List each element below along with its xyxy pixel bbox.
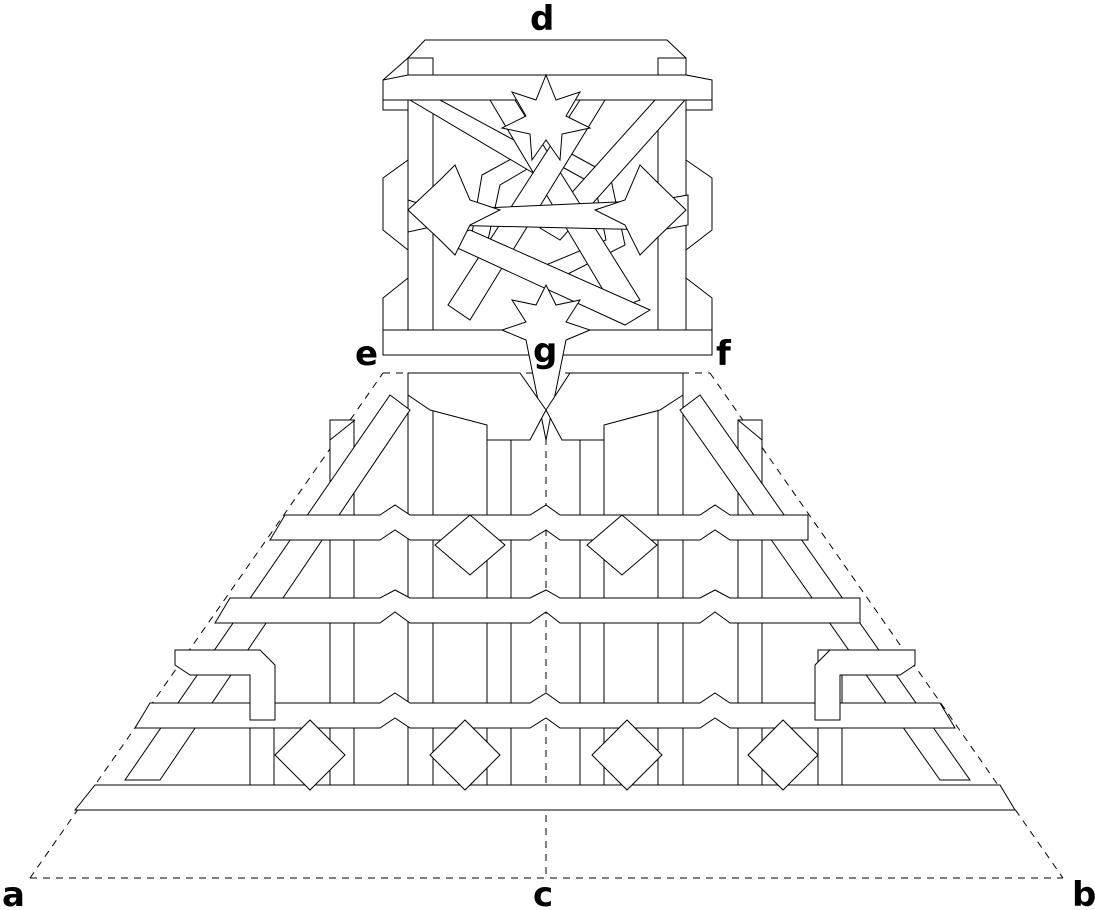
knot-3 [274,719,346,791]
star-right [593,164,687,256]
label-g: g [533,331,557,371]
knot-1 [434,514,506,576]
top-connector-left [407,372,547,441]
dash-line-a-e [29,372,384,879]
star-top [500,73,592,162]
hband-base [73,784,1016,811]
label-d: d [530,0,554,39]
knot-4 [429,719,501,791]
hband-3 [134,692,956,729]
frame-left-notch-bottom [382,276,409,331]
lower-pattern-panel [73,372,1016,811]
frame-left-notch-mid [382,159,409,252]
label-c: c [533,875,553,910]
knot-5 [591,719,663,791]
knot-6 [747,719,819,791]
knot-right-top [814,649,916,721]
hband-2 [214,589,861,624]
knot-left-top [174,649,276,721]
frame-right-notch-bottom [685,276,713,331]
star-bottom-g [500,283,592,441]
label-f: f [716,334,732,374]
label-b: b [1072,875,1095,910]
star-left [407,164,502,256]
knot-2 [586,514,658,576]
top-connector-right [545,372,684,441]
label-a: a [2,875,25,910]
edge-tick-right-1 [737,419,763,441]
edge-tick-left-1 [329,419,356,441]
hband-1 [269,504,809,541]
frame-top-band [407,39,687,76]
label-e: e [355,334,378,374]
frame-right-notch-mid [685,159,713,252]
upper-pattern-panel [382,39,713,441]
